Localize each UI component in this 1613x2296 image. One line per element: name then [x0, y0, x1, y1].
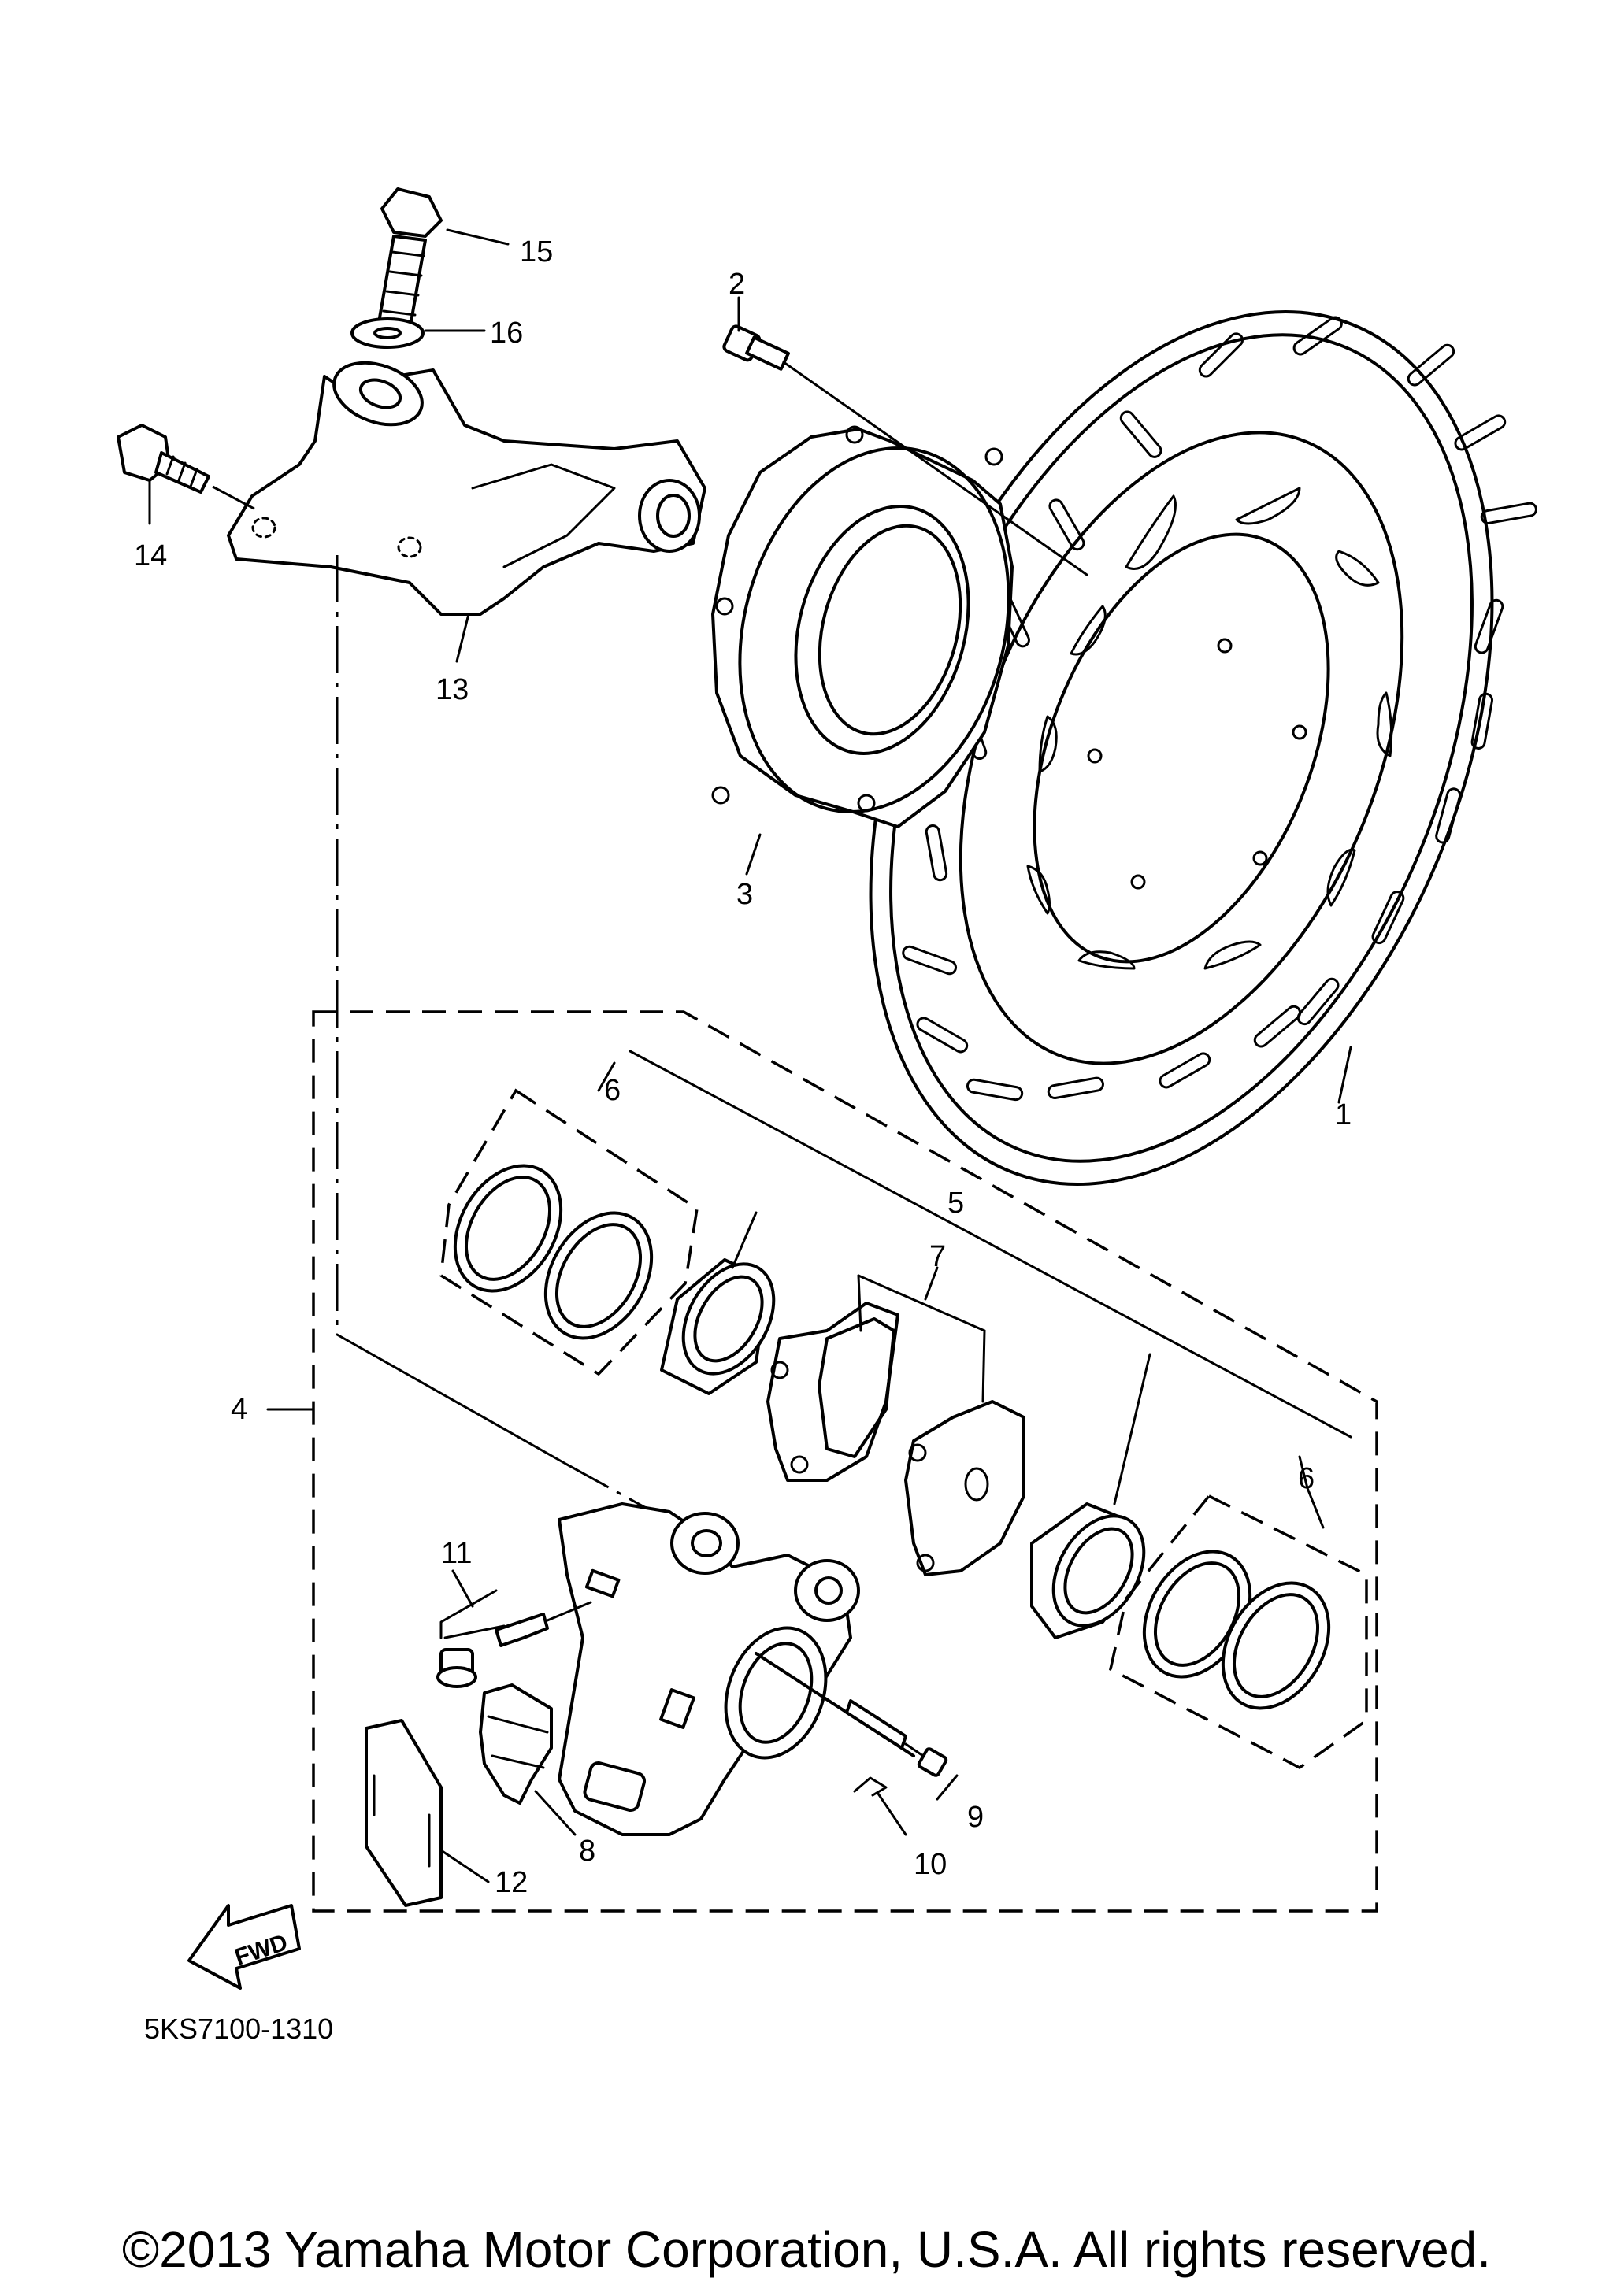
callout-4: 4 — [231, 1393, 247, 1426]
seal-kit-left-boundary — [439, 1088, 699, 1376]
callout-16: 16 — [490, 317, 523, 350]
piston-seal-left — [453, 1164, 654, 1340]
bracket-bolt-top — [376, 187, 443, 332]
pad-spring — [479, 1683, 553, 1805]
pad-pin-clip — [853, 1776, 888, 1797]
brake-disc — [869, 310, 1537, 1186]
leader-lines — [148, 228, 1352, 1883]
piston-seal-right — [1142, 1550, 1331, 1710]
piston-right — [1030, 1502, 1146, 1639]
bleed-screw — [436, 1589, 592, 1688]
callout-9: 9 — [967, 1801, 984, 1834]
callout-6a: 6 — [604, 1074, 621, 1107]
disc-cutouts — [1026, 487, 1393, 970]
callout-3: 3 — [736, 878, 753, 911]
caliper-body — [558, 1502, 860, 1836]
caliper-bracket — [227, 361, 706, 616]
callout-13: 13 — [436, 673, 469, 706]
caliper-assembly-boundary — [312, 1010, 1378, 1913]
pad-cover — [365, 1719, 443, 1907]
callout-15: 15 — [520, 235, 553, 268]
diagram-code: 5KS7100-1310 — [144, 2013, 334, 2045]
callout-8: 8 — [579, 1835, 595, 1868]
callout-12: 12 — [495, 1866, 528, 1899]
pad-pin — [755, 1652, 948, 1777]
callout-11: 11 — [441, 1537, 472, 1570]
disc-cover — [711, 425, 1014, 828]
seal-kit-right-boundary — [1109, 1494, 1368, 1770]
callout-1: 1 — [1335, 1098, 1352, 1131]
piston-left — [660, 1258, 776, 1395]
callout-10: 10 — [914, 1848, 947, 1881]
callout-2: 2 — [729, 268, 745, 301]
callout-7: 7 — [929, 1240, 946, 1273]
forward-direction-arrow: FWD — [187, 1904, 301, 1990]
copyright-notice: ©2013 Yamaha Motor Corporation, U.S.A. A… — [121, 2221, 1492, 2278]
callout-numbers: 1 2 3 4 5 6 6 7 8 9 10 11 12 13 14 15 16 — [134, 235, 1352, 1899]
callout-5: 5 — [947, 1187, 964, 1220]
callout-6b: 6 — [1298, 1462, 1315, 1495]
brake-pad-right — [904, 1400, 1025, 1576]
brake-pad-left — [766, 1302, 899, 1482]
cover-screw — [722, 324, 1088, 576]
bracket-washer — [350, 317, 425, 349]
callout-14: 14 — [134, 539, 167, 572]
bracket-bolt-side — [117, 424, 261, 513]
